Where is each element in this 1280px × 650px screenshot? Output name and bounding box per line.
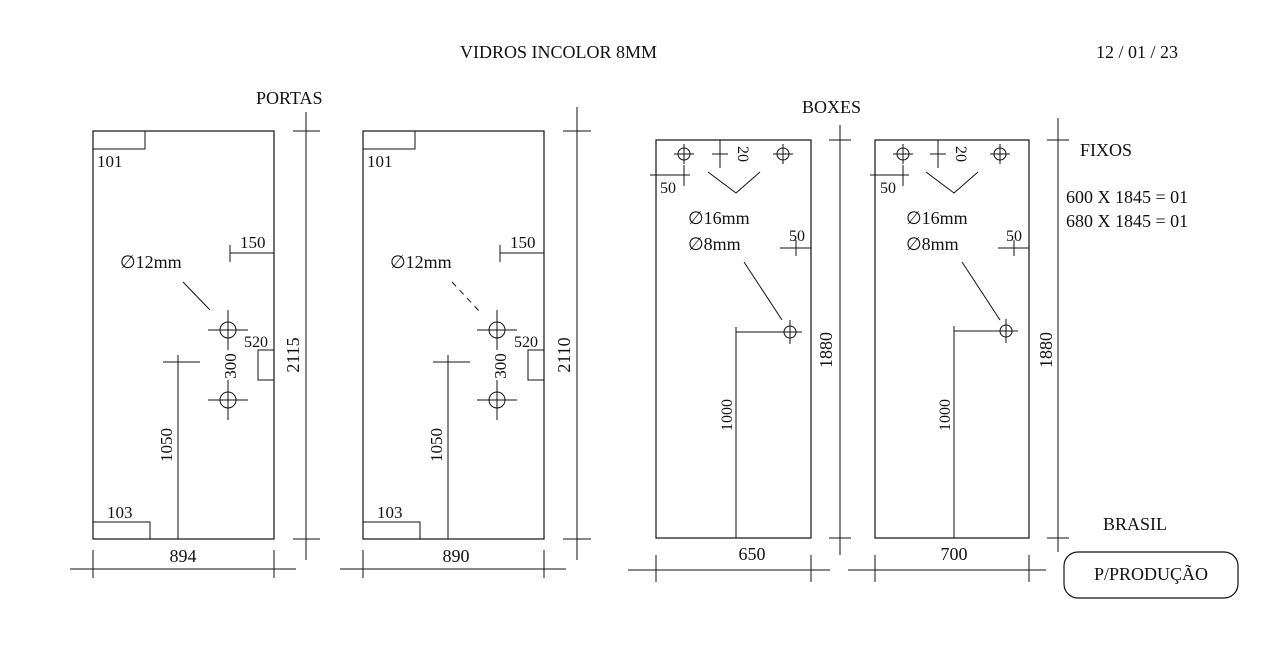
box-1-edge-offset: 50 <box>660 180 676 197</box>
fixos-title: FIXOS <box>1080 140 1132 160</box>
door-2-width: 890 <box>443 546 470 566</box>
drawing-date: 12 / 01 / 23 <box>1096 42 1178 62</box>
door-1-width: 894 <box>170 546 197 566</box>
box-1-hole-top-right <box>773 144 793 164</box>
fixos-item-2: 680 X 1845 = 01 <box>1066 211 1188 231</box>
door-2-top-notch <box>363 131 416 150</box>
door-1-height: 2115 <box>283 337 303 372</box>
door-2-handle-mark <box>527 349 544 381</box>
box-2-hole-top-right <box>990 144 1010 164</box>
box-1-hole-top-left <box>674 144 694 164</box>
box-1-outline <box>655 139 812 539</box>
box-panel-2: 20 50 ∅16mm ∅8mm 50 1000 700 1880 <box>848 118 1069 582</box>
box-1-hole-large: ∅16mm <box>688 208 750 228</box>
fixos-item-1: 600 X 1845 = 01 <box>1066 187 1188 207</box>
door-2-hole-height: 1050 <box>427 428 446 462</box>
door-1-bottom-notch <box>93 521 151 539</box>
drawing-title: VIDROS INCOLOR 8MM <box>460 42 657 62</box>
box-2-hole-leader-top <box>925 171 979 194</box>
door-1-hole-bottom <box>208 380 248 420</box>
door-1-outline <box>92 130 275 540</box>
door-2-height: 2110 <box>554 337 574 372</box>
door-2-hole-spacing: 300 <box>491 353 510 379</box>
box-1-hole-leader-bottom <box>743 261 783 321</box>
door-2-hole-leader <box>451 281 481 313</box>
box-panel-1: 20 50 ∅16mm ∅8mm 50 1000 650 1880 <box>628 125 851 582</box>
door-2-side-offset: 150 <box>510 233 536 252</box>
box-2-edge-offset: 50 <box>880 180 896 197</box>
box-2-hole-top-left <box>893 144 913 164</box>
box-1-side-offset: 50 <box>789 228 805 245</box>
door-1-handle-gap: 520 <box>244 334 268 351</box>
box-1-hole-height: 1000 <box>719 399 736 431</box>
brand-label: BRASIL <box>1103 514 1167 534</box>
box-1-hole-small: ∅8mm <box>688 234 741 254</box>
box-1-width: 650 <box>739 544 766 564</box>
box-1-top-offset: 20 <box>734 146 751 162</box>
section-label-portas: PORTAS <box>256 88 323 108</box>
door-2-hole-label: ∅12mm <box>390 252 452 272</box>
box-2-side-offset: 50 <box>1006 228 1022 245</box>
door-2-bottom-notch <box>363 521 421 539</box>
box-2-hole-height: 1000 <box>937 399 954 431</box>
box-1-height: 1880 <box>816 332 836 368</box>
door-2-bottom-label: 103 <box>377 503 403 522</box>
box-2-width: 700 <box>941 544 968 564</box>
door-panel-2: 101 103 ∅12mm 150 300 520 1050 890 2110 <box>340 107 591 578</box>
door-2-hole-top <box>477 310 517 350</box>
door-1-hole-height: 1050 <box>157 428 176 462</box>
box-1-hole-leader-top <box>707 171 761 194</box>
box-2-top-offset: 20 <box>952 146 969 162</box>
door-panel-1: 101 103 ∅12mm 150 300 520 1050 894 <box>70 112 320 578</box>
door-1-bottom-label: 103 <box>107 503 133 522</box>
box-2-hole-large: ∅16mm <box>906 208 968 228</box>
door-1-hole-spacing: 300 <box>221 353 240 379</box>
door-2-outline <box>362 130 545 540</box>
door-2-hole-bottom <box>477 380 517 420</box>
production-stamp: P/PRODUÇÃO <box>1094 563 1208 584</box>
door-1-handle-mark <box>257 349 274 381</box>
door-1-hole-label: ∅12mm <box>120 252 182 272</box>
production-stamp-box <box>1063 551 1239 599</box>
box-2-outline <box>874 139 1030 539</box>
door-2-top-label: 101 <box>367 152 393 171</box>
door-1-side-offset: 150 <box>240 233 266 252</box>
box-2-height: 1880 <box>1036 332 1056 368</box>
door-1-hole-leader <box>182 281 211 311</box>
box-2-hole-leader-bottom <box>961 261 1001 321</box>
box-2-hole-small: ∅8mm <box>906 234 959 254</box>
door-1-top-notch <box>93 131 146 150</box>
section-label-boxes: BOXES <box>802 97 861 117</box>
door-1-top-label: 101 <box>97 152 123 171</box>
door-2-handle-gap: 520 <box>514 334 538 351</box>
door-1-hole-top <box>208 310 248 350</box>
